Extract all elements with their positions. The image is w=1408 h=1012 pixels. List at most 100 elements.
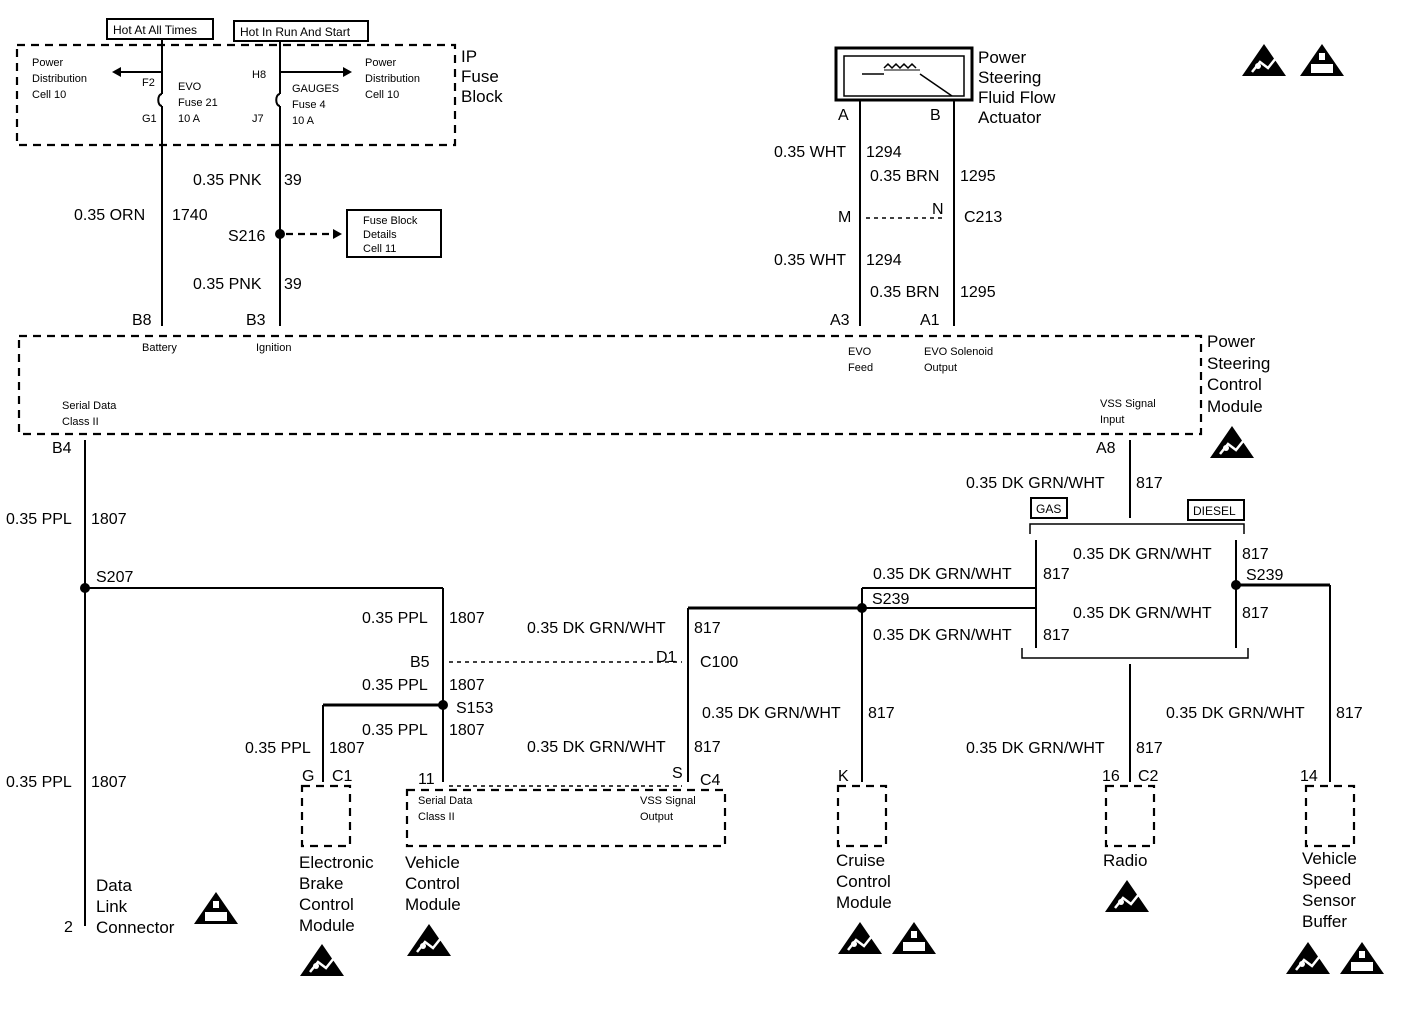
- svg-text:0.35 DK GRN/WHT: 0.35 DK GRN/WHT: [966, 740, 1105, 757]
- svg-text:14: 14: [1300, 768, 1318, 785]
- esd-warning-icon: [1103, 878, 1151, 914]
- svg-text:10 A: 10 A: [292, 115, 315, 127]
- ip-fuse-block-outline: [15, 43, 457, 147]
- svg-text:A3: A3: [830, 312, 850, 329]
- svg-text:39: 39: [284, 172, 302, 189]
- svg-text:0.35 PNK: 0.35 PNK: [193, 172, 262, 189]
- hot-at-all-times-box: Hot At All Times: [106, 18, 214, 40]
- svg-text:0.35 PPL: 0.35 PPL: [362, 722, 428, 739]
- svg-text:1807: 1807: [91, 511, 127, 528]
- svg-text:10 A: 10 A: [178, 113, 201, 125]
- svg-text:1294: 1294: [866, 144, 902, 161]
- svg-text:J7: J7: [252, 113, 264, 125]
- svg-text:Fluid Flow: Fluid Flow: [978, 88, 1056, 107]
- svg-text:A: A: [838, 107, 849, 124]
- svg-text:1807: 1807: [449, 677, 485, 694]
- svg-text:Control: Control: [836, 872, 891, 891]
- power-dist-ref-left-2: Distribution: [32, 73, 87, 85]
- svg-text:EVO Solenoid: EVO Solenoid: [924, 346, 993, 358]
- obd-ii-icon: [194, 892, 238, 924]
- svg-text:817: 817: [1136, 740, 1163, 757]
- svg-text:2: 2: [64, 919, 73, 936]
- svg-text:1295: 1295: [960, 168, 996, 185]
- svg-text:B5: B5: [410, 654, 430, 671]
- splice-s216: [275, 229, 285, 239]
- svg-text:GAUGES: GAUGES: [292, 83, 339, 95]
- svg-text:817: 817: [1043, 627, 1070, 644]
- svg-text:Radio: Radio: [1103, 851, 1147, 870]
- esd-warning-icon: [405, 922, 453, 958]
- svg-text:S239: S239: [1246, 567, 1283, 584]
- svg-text:Serial Data: Serial Data: [418, 795, 473, 807]
- svg-text:A1: A1: [920, 312, 940, 329]
- radio-outline: [1104, 784, 1156, 848]
- ebcm-outline: [300, 784, 352, 848]
- svg-text:H8: H8: [252, 69, 266, 81]
- svg-text:Control: Control: [405, 874, 460, 893]
- vcm-outline: [405, 788, 727, 848]
- svg-text:Control: Control: [1207, 375, 1262, 394]
- svg-text:C213: C213: [964, 209, 1002, 226]
- svg-text:0.35 DK GRN/WHT: 0.35 DK GRN/WHT: [527, 739, 666, 756]
- svg-text:Buffer: Buffer: [1302, 912, 1347, 931]
- ps-fluid-flow-actuator-box: [834, 46, 974, 102]
- svg-text:B3: B3: [246, 312, 266, 329]
- svg-text:N: N: [932, 201, 944, 218]
- svg-text:817: 817: [1242, 546, 1269, 563]
- svg-text:Vehicle: Vehicle: [405, 853, 460, 872]
- svg-text:S239: S239: [872, 591, 909, 608]
- esd-warning-icon: [1284, 940, 1332, 976]
- svg-text:EVO: EVO: [848, 346, 872, 358]
- svg-text:C4: C4: [700, 772, 721, 789]
- svg-text:0.35 PPL: 0.35 PPL: [362, 610, 428, 627]
- svg-text:0.35 DK GRN/WHT: 0.35 DK GRN/WHT: [873, 566, 1012, 583]
- fuse-4-symbol: [275, 93, 281, 107]
- svg-text:Module: Module: [1207, 397, 1263, 416]
- svg-text:0.35 DK GRN/WHT: 0.35 DK GRN/WHT: [1166, 705, 1305, 722]
- svg-text:Class II: Class II: [418, 811, 455, 823]
- svg-text:0.35 PNK: 0.35 PNK: [193, 276, 262, 293]
- svg-text:0.35 DK GRN/WHT: 0.35 DK GRN/WHT: [873, 627, 1012, 644]
- svg-text:Steering: Steering: [1207, 354, 1270, 373]
- svg-text:Connector: Connector: [96, 918, 175, 937]
- svg-text:Speed: Speed: [1302, 870, 1351, 889]
- hot-in-run-and-start-box: Hot In Run And Start: [233, 20, 369, 42]
- svg-text:Output: Output: [924, 362, 957, 374]
- svg-text:Link: Link: [96, 897, 128, 916]
- svg-text:C100: C100: [700, 654, 738, 671]
- svg-text:1807: 1807: [91, 774, 127, 791]
- svg-text:817: 817: [1043, 566, 1070, 583]
- svg-text:GAS: GAS: [1036, 502, 1061, 516]
- svg-text:Hot In Run And Start: Hot In Run And Start: [240, 25, 351, 39]
- obd-ii-icon: [1300, 44, 1344, 76]
- svg-text:Fuse 21: Fuse 21: [178, 97, 218, 109]
- svg-text:S: S: [672, 765, 683, 782]
- svg-text:D1: D1: [656, 649, 677, 666]
- svg-text:817: 817: [1242, 605, 1269, 622]
- obd-ii-icon: [1340, 942, 1384, 974]
- svg-text:VSS Signal: VSS Signal: [640, 795, 696, 807]
- power-dist-ref-left-3: Cell 10: [32, 89, 66, 101]
- svg-text:Cell 11: Cell 11: [363, 243, 396, 255]
- svg-text:B4: B4: [52, 440, 72, 457]
- svg-text:1295: 1295: [960, 284, 996, 301]
- gas-option-box: [1030, 497, 1068, 519]
- ccm-outline: [836, 784, 888, 848]
- svg-text:1807: 1807: [449, 722, 485, 739]
- svg-text:Actuator: Actuator: [978, 108, 1042, 127]
- svg-text:A8: A8: [1096, 440, 1116, 457]
- svg-text:G1: G1: [142, 113, 157, 125]
- svg-text:Fuse 4: Fuse 4: [292, 99, 326, 111]
- svg-text:Vehicle: Vehicle: [1302, 849, 1357, 868]
- svg-text:Module: Module: [405, 895, 461, 914]
- svg-text:Battery: Battery: [142, 342, 177, 354]
- ip-fuse-block-title-2: Fuse: [461, 67, 499, 86]
- svg-text:0.35 PPL: 0.35 PPL: [362, 677, 428, 694]
- svg-text:0.35 DK GRN/WHT: 0.35 DK GRN/WHT: [966, 475, 1105, 492]
- power-steering-control-module-outline: [17, 334, 1203, 436]
- svg-text:VSS Signal: VSS Signal: [1100, 398, 1156, 410]
- svg-text:Feed: Feed: [848, 362, 873, 374]
- svg-text:Class II: Class II: [62, 416, 99, 428]
- svg-text:Module: Module: [299, 916, 355, 935]
